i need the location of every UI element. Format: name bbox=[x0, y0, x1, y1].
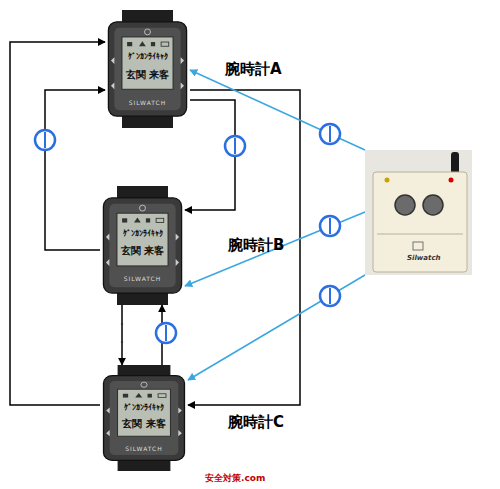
radio-symbol-bar bbox=[329, 126, 331, 142]
watch-name: 腕時計C bbox=[228, 413, 284, 432]
brand-text: SILWATCH bbox=[100, 445, 188, 452]
relay-arrow bbox=[161, 305, 163, 365]
watch-name: 腕時計A bbox=[225, 60, 282, 79]
screen-text: 玄関 来客 bbox=[100, 417, 188, 431]
radio-symbol bbox=[225, 136, 245, 156]
transmitter-node: Silwatch bbox=[365, 150, 472, 275]
radio-symbol bbox=[156, 323, 176, 343]
radio-symbol-bar bbox=[165, 325, 167, 341]
screen-text: ｹﾞﾝｶﾝﾗｲｷｬｸ bbox=[100, 229, 185, 238]
relay-arrow bbox=[185, 100, 235, 210]
screen-text: 玄関 来客 bbox=[100, 244, 185, 258]
radio-symbol bbox=[320, 216, 340, 236]
radio-symbol-bar bbox=[329, 218, 331, 234]
radio-link-arrow bbox=[190, 70, 365, 150]
watch-node: 腕時計Cｹﾞﾝｶﾝﾗｲｷｬｸ玄関 来客SILWATCH bbox=[100, 365, 188, 471]
radio-symbol bbox=[320, 124, 340, 144]
brand-text: SILWATCH bbox=[100, 275, 185, 282]
radio-link-arrow bbox=[188, 275, 365, 380]
screen-text: 玄関 来客 bbox=[105, 68, 190, 82]
radio-symbol-bar bbox=[329, 288, 331, 304]
dot-mark bbox=[121, 341, 123, 343]
radio-link-arrow bbox=[185, 212, 365, 286]
screen-text: ｹﾞﾝｶﾝﾗｲｷｬｸ bbox=[105, 52, 190, 61]
relay-arrow bbox=[188, 90, 300, 405]
radio-symbol-bar bbox=[44, 132, 46, 148]
relay-arrow bbox=[121, 305, 123, 365]
brand-text: SILWATCH bbox=[105, 99, 190, 106]
watch-name: 腕時計B bbox=[228, 236, 284, 255]
watch-node: 腕時計Bｹﾞﾝｶﾝﾗｲｷｬｸ玄関 来客SILWATCH bbox=[100, 186, 185, 305]
brand-text: Silwatch bbox=[407, 254, 441, 262]
screen-text: ｹﾞﾝｶﾝﾗｲｷｬｸ bbox=[100, 403, 188, 412]
watch-node: 腕時計Aｹﾞﾝｶﾝﾗｲｷｬｸ玄関 来客SILWATCH bbox=[105, 10, 190, 128]
dot-mark bbox=[121, 323, 123, 325]
relay-arrow bbox=[10, 42, 105, 405]
radio-symbol bbox=[320, 286, 340, 306]
relay-arrow bbox=[45, 90, 105, 250]
radio-symbol bbox=[35, 130, 55, 150]
radio-symbol-bar bbox=[234, 138, 236, 154]
watermark: 安全対策.com bbox=[205, 472, 265, 485]
